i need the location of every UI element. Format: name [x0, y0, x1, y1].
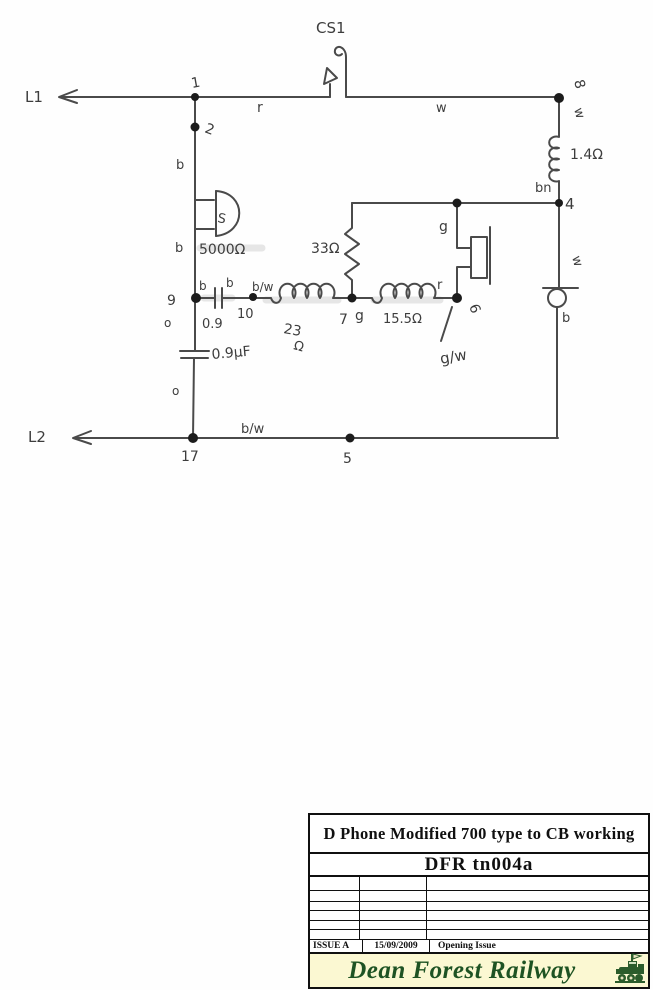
label-line-l2: L2 [28, 428, 46, 446]
label-wire-b-right: b [562, 311, 570, 326]
l1-arrowhead [58, 89, 78, 104]
revision-row-empty [310, 929, 648, 939]
label-coil-23: 23 [282, 321, 302, 340]
drawing-title: D Phone Modified 700 type to CB working [310, 815, 648, 854]
label-wire-b-mid: b [175, 241, 183, 256]
label-switch-cs1: CS1 [316, 19, 346, 37]
revision-row-empty [310, 890, 648, 901]
label-node-2: 2 [203, 121, 217, 139]
organization-name: Dean Forest Railway [348, 956, 576, 984]
microphone-symbol [456, 202, 491, 299]
label-cap-b-right: b [226, 276, 234, 290]
label-wire-o-lower: o [172, 384, 179, 398]
label-wire-r: r [257, 100, 263, 116]
switch-cs1-symbol [323, 45, 347, 98]
revision-row-empty [310, 901, 648, 910]
label-receiver-value: 5000Ω [199, 242, 246, 258]
receiver-symbol [194, 190, 241, 237]
right-lower-wire [556, 202, 560, 439]
cradle-contact-symbol [542, 287, 579, 308]
l2-arrowhead [72, 430, 92, 445]
issue-label: ISSUE A [310, 940, 363, 952]
label-cap-b-left: b [199, 279, 207, 293]
label-wire-r-mic: r [437, 278, 443, 293]
inductor-1-4-symbol [548, 96, 560, 204]
label-node-7: 7 [339, 312, 348, 328]
label-line-l1: L1 [25, 88, 43, 106]
drawing-number: DFR tn004a [310, 854, 648, 877]
label-inductor-value: 1.4Ω [570, 147, 603, 163]
label-wire-w-top: w [436, 101, 447, 116]
label-resistor-value: 33Ω [311, 241, 340, 257]
label-node-10: 10 [237, 307, 254, 322]
issue-description: Opening Issue [438, 941, 496, 951]
revision-row-issue-a: ISSUE A 15/09/2009 Opening Issue [310, 939, 648, 952]
label-wire-bw-bottom: b/w [241, 422, 265, 437]
label-wire-b-upper: b [176, 158, 184, 173]
title-block: D Phone Modified 700 type to CB working … [308, 813, 650, 989]
left-vertical-wire [192, 96, 196, 439]
label-wire-g-7: g [355, 308, 364, 324]
label-wire-w-lower: w [568, 254, 585, 269]
label-wire-bw-mid: b/w [252, 280, 274, 294]
capacitor-shunt-symbol [179, 350, 210, 359]
label-wire-g-mic: g [439, 219, 448, 235]
label-node-4: 4 [565, 195, 575, 213]
banner: Dean Forest Railway [310, 952, 648, 987]
label-wire-w-right: w [570, 106, 587, 121]
junction-dots [188, 93, 564, 443]
coil-23-symbol [252, 282, 353, 304]
label-node-17: 17 [181, 449, 199, 465]
coil-15-5-symbol [351, 282, 458, 304]
label-node-6: 6 [465, 302, 483, 316]
issue-date: 15/09/2009 [363, 940, 430, 952]
label-node-8: 8 [570, 78, 588, 91]
label-wire-o-upper: o [164, 316, 171, 330]
gw-leader-line [440, 306, 453, 342]
label-cap-series-value: 0.9 [202, 317, 223, 332]
wires [58, 89, 560, 445]
revision-row-empty [310, 920, 648, 929]
revision-row-empty [310, 910, 648, 920]
label-coil-23-ohm: Ω [292, 338, 306, 355]
label-wire-bn: bn [535, 181, 552, 196]
revision-row-empty [310, 877, 648, 890]
revision-table: ISSUE A 15/09/2009 Opening Issue [310, 877, 648, 952]
label-node-1: 1 [190, 75, 202, 92]
label-wire-gw: g/w [439, 346, 469, 368]
label-node-9: 9 [167, 293, 176, 309]
train-logo-icon [615, 953, 645, 983]
resistor-33-symbol [344, 202, 360, 299]
label-receiver-s: S [216, 211, 227, 227]
label-coil-15-5-value: 15.5Ω [383, 312, 422, 327]
label-node-5: 5 [343, 451, 352, 467]
label-cap-shunt-value: 0.9µF [211, 344, 251, 363]
